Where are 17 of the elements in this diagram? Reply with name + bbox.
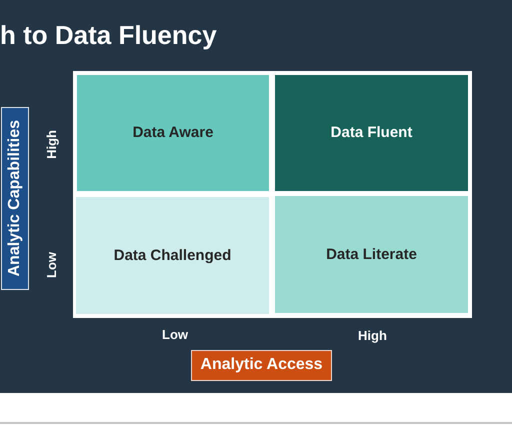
axis-tick-label: Low bbox=[162, 327, 188, 342]
slide-title: h to Data Fluency bbox=[0, 21, 217, 49]
quadrant bbox=[275, 75, 468, 191]
axis-tick-label: High bbox=[358, 328, 387, 343]
quadrant bbox=[275, 196, 468, 313]
axis-title-panel bbox=[1, 107, 29, 290]
axis-tick-label: Low bbox=[44, 252, 59, 278]
quadrant-label: Data Literate bbox=[326, 246, 417, 264]
axis-title-panel bbox=[191, 350, 332, 381]
axis-title: Analytic Capabilities bbox=[6, 120, 24, 277]
quadrant bbox=[76, 197, 269, 314]
quadrant bbox=[77, 75, 269, 191]
quadrant-label: Data Aware bbox=[132, 124, 214, 142]
quadrant-label: Data Challenged bbox=[114, 246, 232, 264]
quadrant-label: Data Fluent bbox=[330, 124, 412, 142]
axis-tick-label: High bbox=[44, 130, 59, 159]
axis-title: Analytic Access bbox=[200, 356, 323, 375]
